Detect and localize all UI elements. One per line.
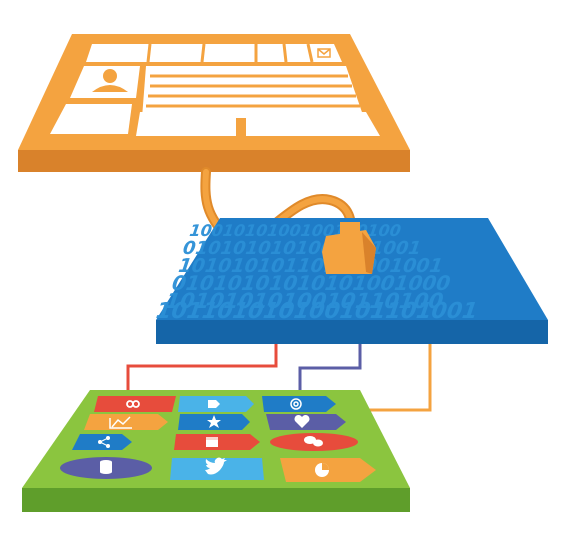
twitter-bird-icon <box>205 457 227 475</box>
service-tile-chat <box>270 433 358 451</box>
service-tile-calendar <box>174 434 260 450</box>
service-layer-side <box>22 488 410 512</box>
ui-layer-side <box>18 150 410 172</box>
target-icon <box>290 398 302 410</box>
user-icon <box>92 69 128 92</box>
database-icon <box>100 460 112 474</box>
ui-header-bar <box>86 44 342 62</box>
share-icon <box>98 436 110 448</box>
calendar-icon <box>206 437 218 447</box>
tag-icon <box>208 400 220 408</box>
star-icon <box>207 415 221 428</box>
service-tile-star <box>178 414 250 430</box>
service-tile-tag <box>178 396 254 412</box>
service-tile-pie <box>280 458 376 482</box>
data-layer-side <box>156 320 548 344</box>
ui-content-panel <box>142 66 364 118</box>
ui-bottom-panel-left <box>50 104 132 134</box>
link-icon <box>126 400 140 408</box>
service-layer <box>22 390 410 512</box>
binary-row: 01010101010101001000 <box>171 271 452 295</box>
chat-icon <box>304 436 323 447</box>
connector-plug-front <box>322 230 376 274</box>
ui-bottom-panel-right <box>246 112 380 136</box>
ui-content-lines <box>146 74 360 108</box>
envelope-icon <box>317 48 331 58</box>
data-layer: 1001010100100100100 0101010101001001001 … <box>154 218 548 344</box>
service-tile-database <box>60 457 152 479</box>
ui-layer <box>18 34 410 172</box>
service-tile-target <box>262 396 336 412</box>
red-connector <box>126 344 278 394</box>
service-tile-chart <box>84 414 168 430</box>
binary-row: 101101010100101101001 <box>154 298 479 324</box>
heart-icon <box>294 414 310 428</box>
binary-row: 1010101010010110100 <box>164 288 445 313</box>
ui-bottom-panel-mid <box>136 112 236 136</box>
ui-header-dividers <box>146 43 314 63</box>
service-tile-link <box>94 396 176 412</box>
chart-icon <box>109 416 132 429</box>
service-tile-share <box>72 434 132 450</box>
pie-chart-icon <box>315 463 329 477</box>
service-tile-heart <box>266 414 346 430</box>
service-tile-twitter <box>170 457 264 480</box>
binary-row: 10101010110101001001 <box>177 254 444 277</box>
purple-connector <box>298 344 362 394</box>
